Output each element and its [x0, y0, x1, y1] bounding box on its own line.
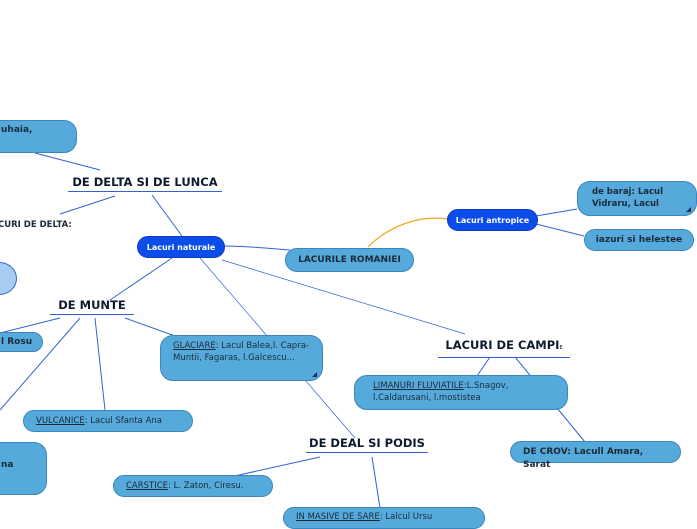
glaciare-label: GLACIARE	[173, 341, 216, 351]
node-glaciare[interactable]: GLACIARE: Lacul Balea,l. Capra-Muntii, F…	[160, 335, 323, 381]
vulcanice-label: VULCANICE	[36, 416, 85, 426]
link-naturale-munte	[109, 257, 173, 301]
node-de-baraj[interactable]: de baraj: Lacul Vidraru, Lacul	[577, 181, 697, 216]
link-deal-masive	[371, 456, 381, 509]
node-lacuri-antropice[interactable]: Lacuri antropice	[447, 209, 538, 231]
link-munte-left	[0, 317, 81, 411]
carstice-label: CARSTICE	[126, 481, 169, 491]
link-munte-vulcanice	[94, 317, 106, 411]
node-na[interactable]: na	[0, 442, 47, 495]
collapse-corner-icon[interactable]	[312, 372, 317, 377]
heading-lacuri-de-campie-text: LACURI DE CAMPI	[445, 338, 560, 352]
node-limanuri-fluviatile[interactable]: LIMANURI FLUVIATILE:L.Snagov, l.Caldarus…	[354, 375, 568, 410]
link-campie-limanuri	[476, 356, 491, 377]
limanuri-text: :L.Snagov, l.Caldarusani, l.mostistea	[373, 381, 509, 403]
link-antropice-iazuri	[535, 223, 585, 237]
carstice-text: : L. Zaton, Ciresu.	[168, 481, 244, 491]
glaciare-text: : Lacul Balea,l. Capra-Muntii, Fagaras, …	[173, 341, 309, 363]
masive-label: IN MASIVE DE SARE	[296, 512, 380, 522]
heading-lacuri-de-campie-suffix: E	[559, 345, 563, 351]
collapse-corner-icon[interactable]	[686, 207, 691, 212]
heading-lacuri-de-campie[interactable]: LACURI DE CAMPIE	[438, 339, 570, 358]
node-de-crov[interactable]: DE CROV: Lacull Amara, Sarat	[510, 441, 681, 470]
node-carstice[interactable]: CARSTICE: L. Zaton, Ciresu.	[113, 475, 273, 497]
link-romaniei-naturale	[224, 245, 291, 251]
vulcanice-text: : Lacul Sfanta Ana	[84, 416, 162, 426]
node-iazuri-si-helestee[interactable]: iazuri si helestee	[584, 229, 694, 251]
link-naturale-delta	[151, 194, 183, 237]
node-vulcanice[interactable]: VULCANICE: Lacul Sfanta Ana	[23, 410, 193, 432]
link-delta-uhaia	[34, 152, 101, 171]
node-lacurile-romaniei[interactable]: LACURILE ROMANIEI	[285, 248, 414, 272]
node-in-masive-de-sare[interactable]: IN MASIVE DE SARE: Lalcul Ursu	[283, 507, 485, 529]
link-munte-glaciare	[124, 317, 176, 337]
node-lacuri-naturale[interactable]: Lacuri naturale	[137, 236, 225, 258]
masive-text: : Lalcul Ursu	[379, 512, 433, 522]
heading-de-munte[interactable]: DE MUNTE	[50, 299, 134, 315]
link-delta-lacuri	[59, 195, 116, 215]
link-romaniei-antropice	[367, 217, 449, 248]
limanuri-label: LIMANURI FLUVIATILE	[373, 381, 464, 391]
link-munte-rosu	[0, 317, 61, 334]
heading-de-delta-si-de-lunca[interactable]: DE DELTA SI DE LUNCA	[68, 176, 222, 192]
link-naturale-campie	[221, 259, 466, 335]
link-deal-carstice	[229, 456, 321, 478]
node-lacuri-de-delta[interactable]: CURI DE DELTA:	[0, 220, 72, 230]
link-antropice-baraj	[535, 208, 578, 217]
node-lacul-rosu[interactable]: l Rosu	[0, 332, 43, 352]
node-uhaia[interactable]: uhaia,	[0, 120, 77, 153]
heading-de-deal-si-podis[interactable]: DE DEAL SI PODIS	[306, 437, 428, 453]
baraj-text: de baraj: Lacul Vidraru, Lacul	[592, 187, 663, 209]
